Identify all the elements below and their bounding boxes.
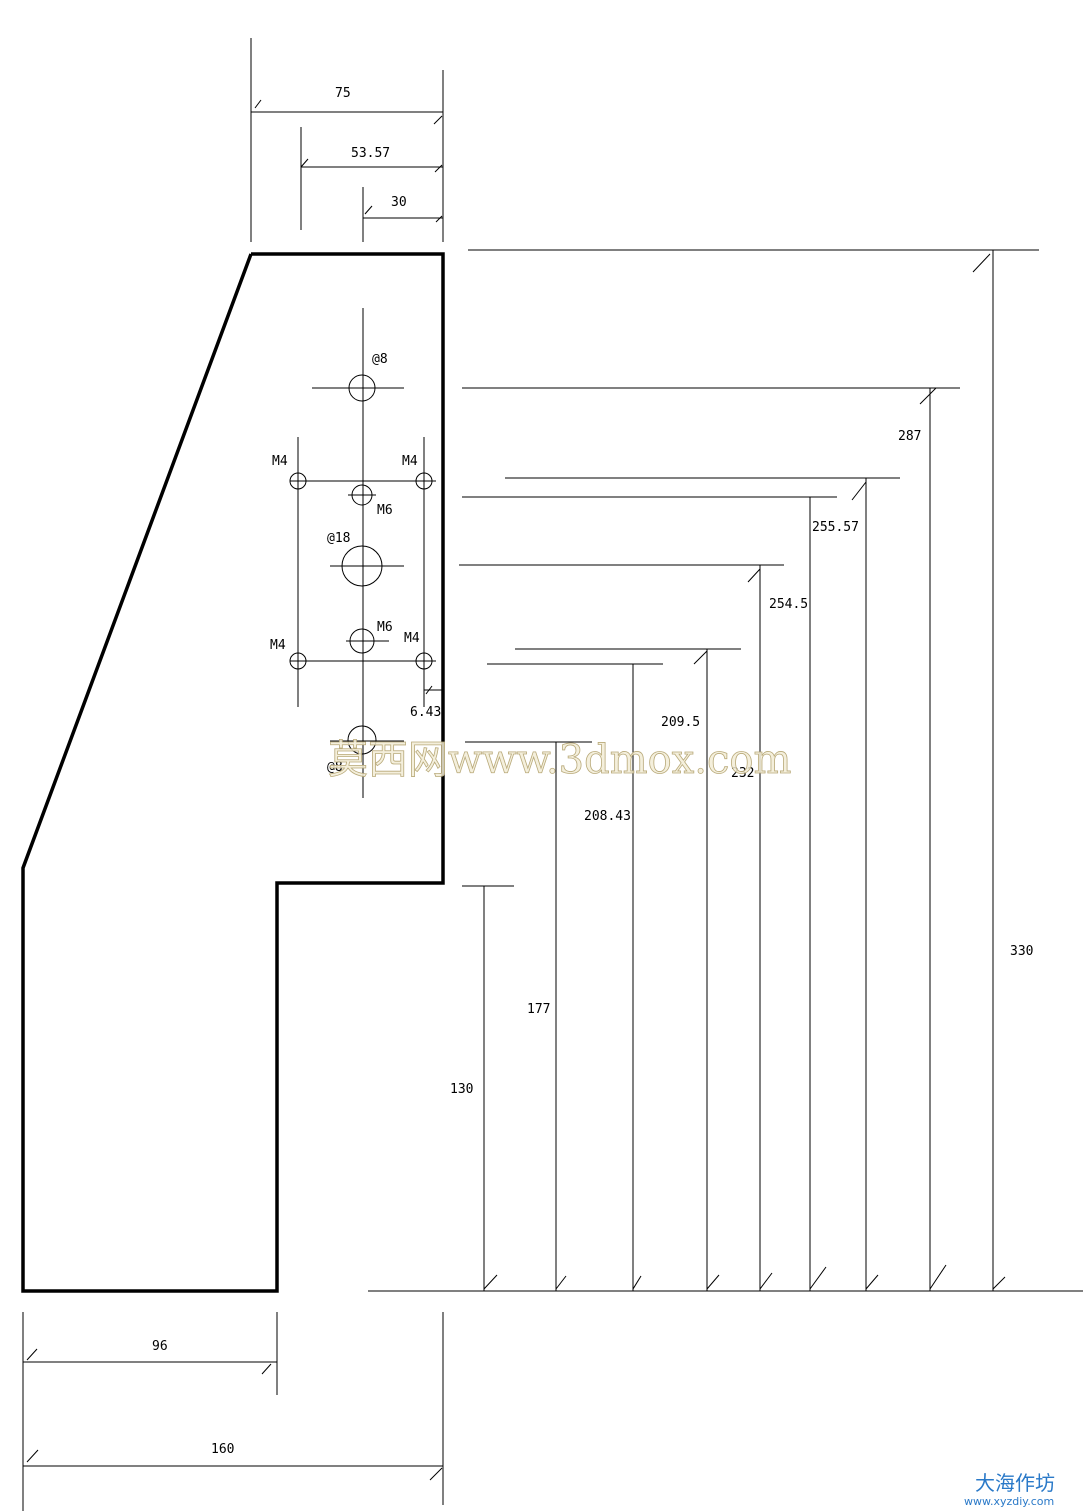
dim-label-96: 96 xyxy=(152,1339,168,1354)
watermark-center: 莫西网www.3dmox.com xyxy=(328,737,791,783)
hole-m4-lower-left xyxy=(289,652,307,670)
dim-h-330: 330 xyxy=(468,249,1039,1291)
dim-label-209-5: 209.5 xyxy=(661,715,700,730)
dim-h-254-5: 254.5 xyxy=(462,496,837,1291)
dim-h-208-43: 208.43 xyxy=(487,663,663,1291)
dim-top-53-57: 53.57 xyxy=(300,127,443,230)
label-m4-upper-right: M4 xyxy=(402,454,418,469)
dim-h-177: 177 xyxy=(465,741,592,1291)
label-m6-lower: M6 xyxy=(377,620,393,635)
hole-m4-upper-left xyxy=(289,472,307,490)
label-m4-lower-right: M4 xyxy=(404,631,420,646)
dim-label-208-43: 208.43 xyxy=(584,809,631,824)
watermark-logo: 大海作坊 xyxy=(975,1471,1055,1495)
dim-h-287: 287 xyxy=(462,387,960,1291)
dim-label-30: 30 xyxy=(391,195,407,210)
dim-top-30: 30 xyxy=(362,187,443,242)
hole-pattern: @8 M4 M4 M6 @18 M6 M4 M4 6.43 @8 xyxy=(270,308,443,798)
dim-bottom-160: 160 xyxy=(23,1312,444,1505)
part-outline xyxy=(21,252,445,1293)
hole-m4-upper-right xyxy=(415,472,433,490)
label-d8-bottom: @8 xyxy=(327,760,343,775)
dim-label-53-57: 53.57 xyxy=(351,146,390,161)
dim-label-75: 75 xyxy=(335,86,351,101)
dim-label-287: 287 xyxy=(898,429,921,444)
label-m4-upper-left: M4 xyxy=(272,454,288,469)
dim-label-255-57: 255.57 xyxy=(812,520,859,535)
dim-bottom-96: 96 xyxy=(22,1312,278,1511)
hole-d8-bottom xyxy=(347,725,377,755)
dim-label-160: 160 xyxy=(211,1442,234,1457)
watermark-url: www.xyzdiy.com xyxy=(964,1495,1054,1508)
label-d18: @18 xyxy=(327,531,350,546)
dim-label-232: 232 xyxy=(731,766,754,781)
dim-label-177: 177 xyxy=(527,1002,550,1017)
dim-label-330: 330 xyxy=(1010,944,1033,959)
dim-h-209-5: 209.5 xyxy=(515,648,741,1291)
dim-label-6-43: 6.43 xyxy=(410,705,441,720)
label-d8-top: @8 xyxy=(372,352,388,367)
dim-h-130: 130 xyxy=(450,885,514,1291)
dim-top-75: 75 xyxy=(250,38,444,242)
dim-h-232: 232 xyxy=(459,564,784,1291)
dim-label-130: 130 xyxy=(450,1082,473,1097)
dim-h-255-57: 255.57 xyxy=(505,477,900,1291)
label-m6-upper: M6 xyxy=(377,503,393,518)
hole-m4-lower-right xyxy=(415,652,433,670)
dim-label-254-5: 254.5 xyxy=(769,597,808,612)
label-m4-lower-left: M4 xyxy=(270,638,286,653)
